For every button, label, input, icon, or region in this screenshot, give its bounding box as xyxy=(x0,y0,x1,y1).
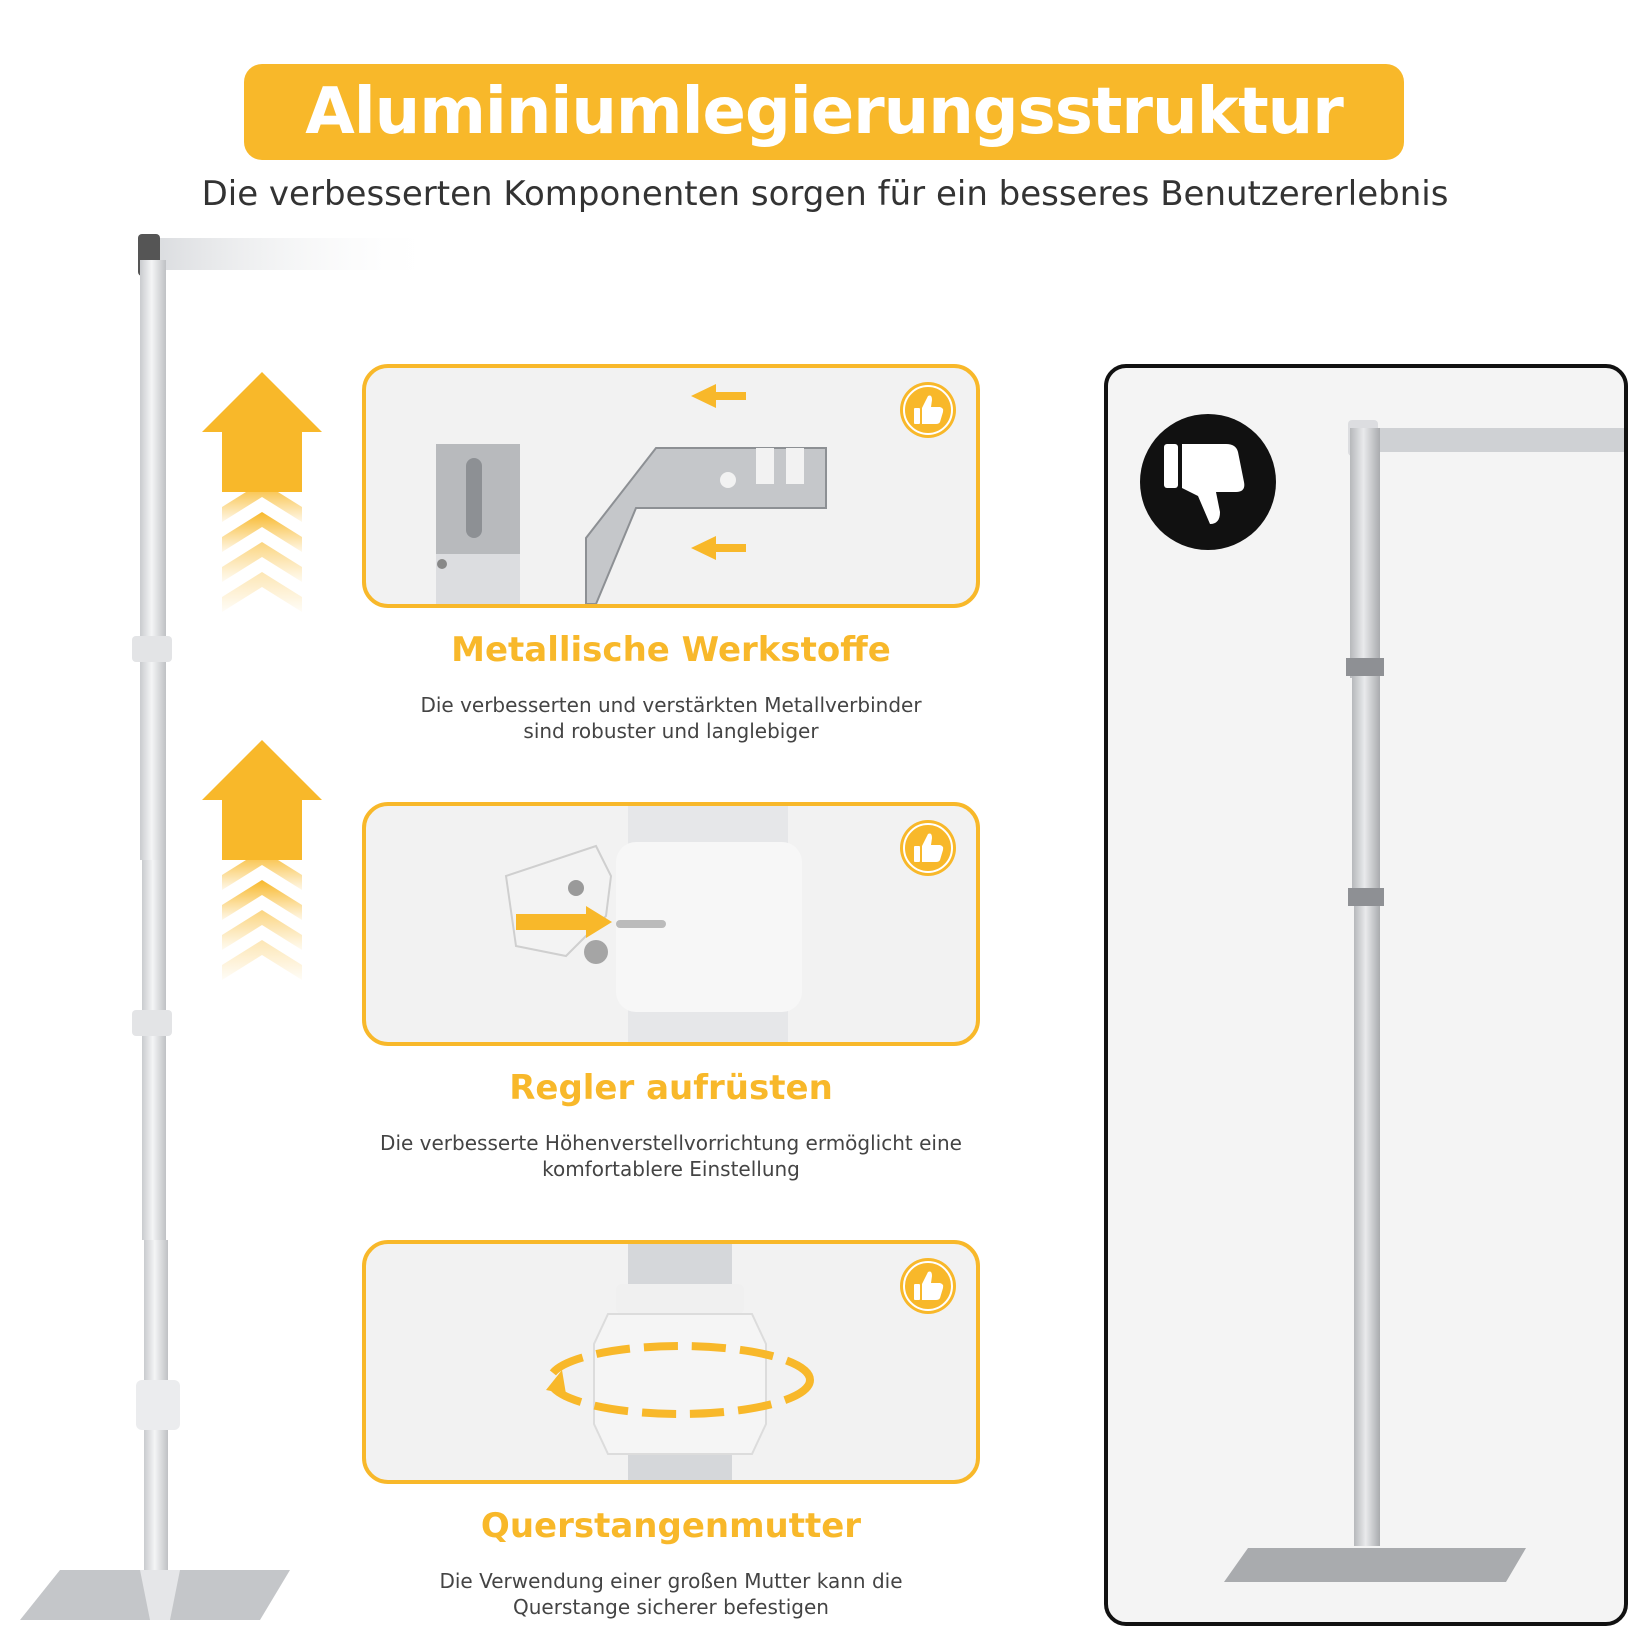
feature-title-adjuster: Regler aufrüsten xyxy=(509,1068,833,1108)
feature-desc-line: Die verbesserte Höhenverstellvorrichtung… xyxy=(380,1131,962,1155)
feature-desc-line: komfortablere Einstellung xyxy=(542,1157,800,1181)
up-arrow-icon xyxy=(202,372,322,612)
feature-desc-line: Die verbesserten und verstärkten Metallv… xyxy=(420,693,922,717)
feature-desc-adjuster: Die verbesserte Höhenverstellvorrichtung… xyxy=(362,1130,980,1182)
metal-connector-image xyxy=(436,384,827,604)
feature-desc-line: Die Verwendung einer großen Mutter kann … xyxy=(439,1569,903,1593)
up-arrow-icon xyxy=(202,740,322,980)
feature-card-adjuster xyxy=(362,802,980,1046)
feature-desc-line: sind robuster und langlebiger xyxy=(523,719,819,743)
feature-desc-nut: Die Verwendung einer großen Mutter kann … xyxy=(362,1568,980,1620)
upgraded-stand-image xyxy=(20,234,440,1620)
feature-desc-line: Querstange sicherer befestigen xyxy=(513,1595,829,1619)
feature-desc-metal: Die verbesserten und verstärkten Metallv… xyxy=(362,692,980,744)
height-adjuster-image xyxy=(504,806,802,1042)
standard-stand-image xyxy=(1224,420,1624,1582)
feature-title-nut: Querstangenmutter xyxy=(480,1506,862,1546)
thumbs-up-icon xyxy=(900,1258,956,1314)
thumbs-up-icon xyxy=(900,382,956,438)
page-title: Aluminiumlegierungsstruktur xyxy=(305,75,1344,149)
page-subtitle: Die verbesserten Komponenten sorgen für … xyxy=(201,174,1449,214)
crossbar-nut-image xyxy=(546,1244,814,1480)
thumbs-up-icon xyxy=(900,820,956,876)
feature-title-metal: Metallische Werkstoffe xyxy=(451,630,891,670)
feature-card-metal xyxy=(362,364,980,608)
title-banner: Aluminiumlegierungsstruktur xyxy=(244,64,1404,160)
thumbs-down-icon xyxy=(1140,414,1276,550)
feature-card-nut xyxy=(362,1240,980,1484)
comparison-panel xyxy=(1104,364,1628,1626)
